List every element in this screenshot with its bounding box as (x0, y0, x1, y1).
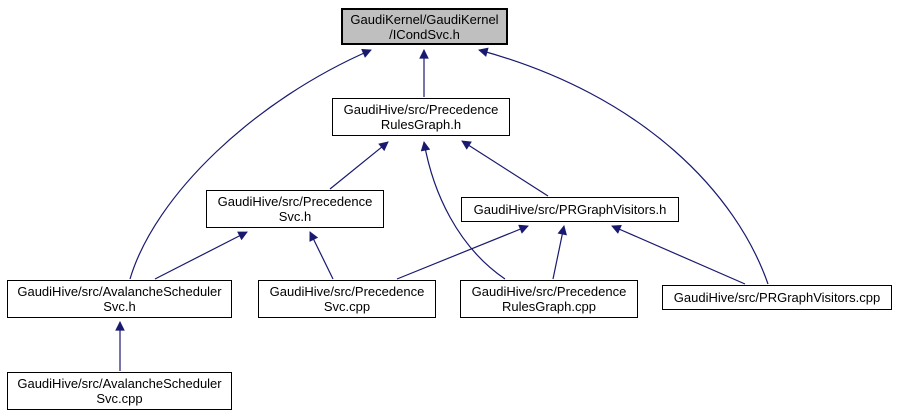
edge-prgraphvisitors-cpp-to-icondsvc-h (478, 47, 769, 285)
edge-precedencesvc-h-to-precedencerulesgraph-h (329, 141, 389, 190)
node-icondsvc-h[interactable]: GaudiKernel/GaudiKernel /ICondSvc.h (341, 8, 508, 45)
node-prgraphvisitors-cpp[interactable]: GaudiHive/src/PRGraphVisitors.cpp (662, 285, 892, 310)
edge-avalancheschedulersvc-h-to-precedencesvc-h (154, 231, 248, 280)
node-precedencesvc-cpp[interactable]: GaudiHive/src/Precedence Svc.cpp (258, 280, 436, 318)
edge-precedencesvc-cpp-to-prgraphvisitors-h (396, 224, 529, 280)
node-avalancheschedulersvc-cpp[interactable]: GaudiHive/src/AvalancheScheduler Svc.cpp (7, 372, 232, 410)
edge-avalancheschedulersvc-h-to-icondsvc-h (129, 49, 372, 280)
node-precedencerulesgraph-cpp[interactable]: GaudiHive/src/Precedence RulesGraph.cpp (460, 280, 638, 318)
edge-prgraphvisitors-h-to-precedencerulesgraph-h (461, 140, 549, 197)
node-precedencerulesgraph-h[interactable]: GaudiHive/src/Precedence RulesGraph.h (332, 98, 510, 136)
edge-precedencerulesgraph-cpp-to-precedencerulesgraph-h (420, 141, 506, 280)
edge-prgraphvisitors-cpp-to-prgraphvisitors-h (611, 225, 746, 285)
edge-precedencesvc-cpp-to-precedencesvc-h (309, 231, 334, 280)
node-prgraphvisitors-h[interactable]: GaudiHive/src/PRGraphVisitors.h (461, 197, 679, 222)
node-precedencesvc-h[interactable]: GaudiHive/src/Precedence Svc.h (206, 190, 384, 228)
node-avalancheschedulersvc-h[interactable]: GaudiHive/src/AvalancheScheduler Svc.h (7, 280, 232, 318)
edge-precedencerulesgraph-cpp-to-prgraphvisitors-h (552, 225, 567, 280)
